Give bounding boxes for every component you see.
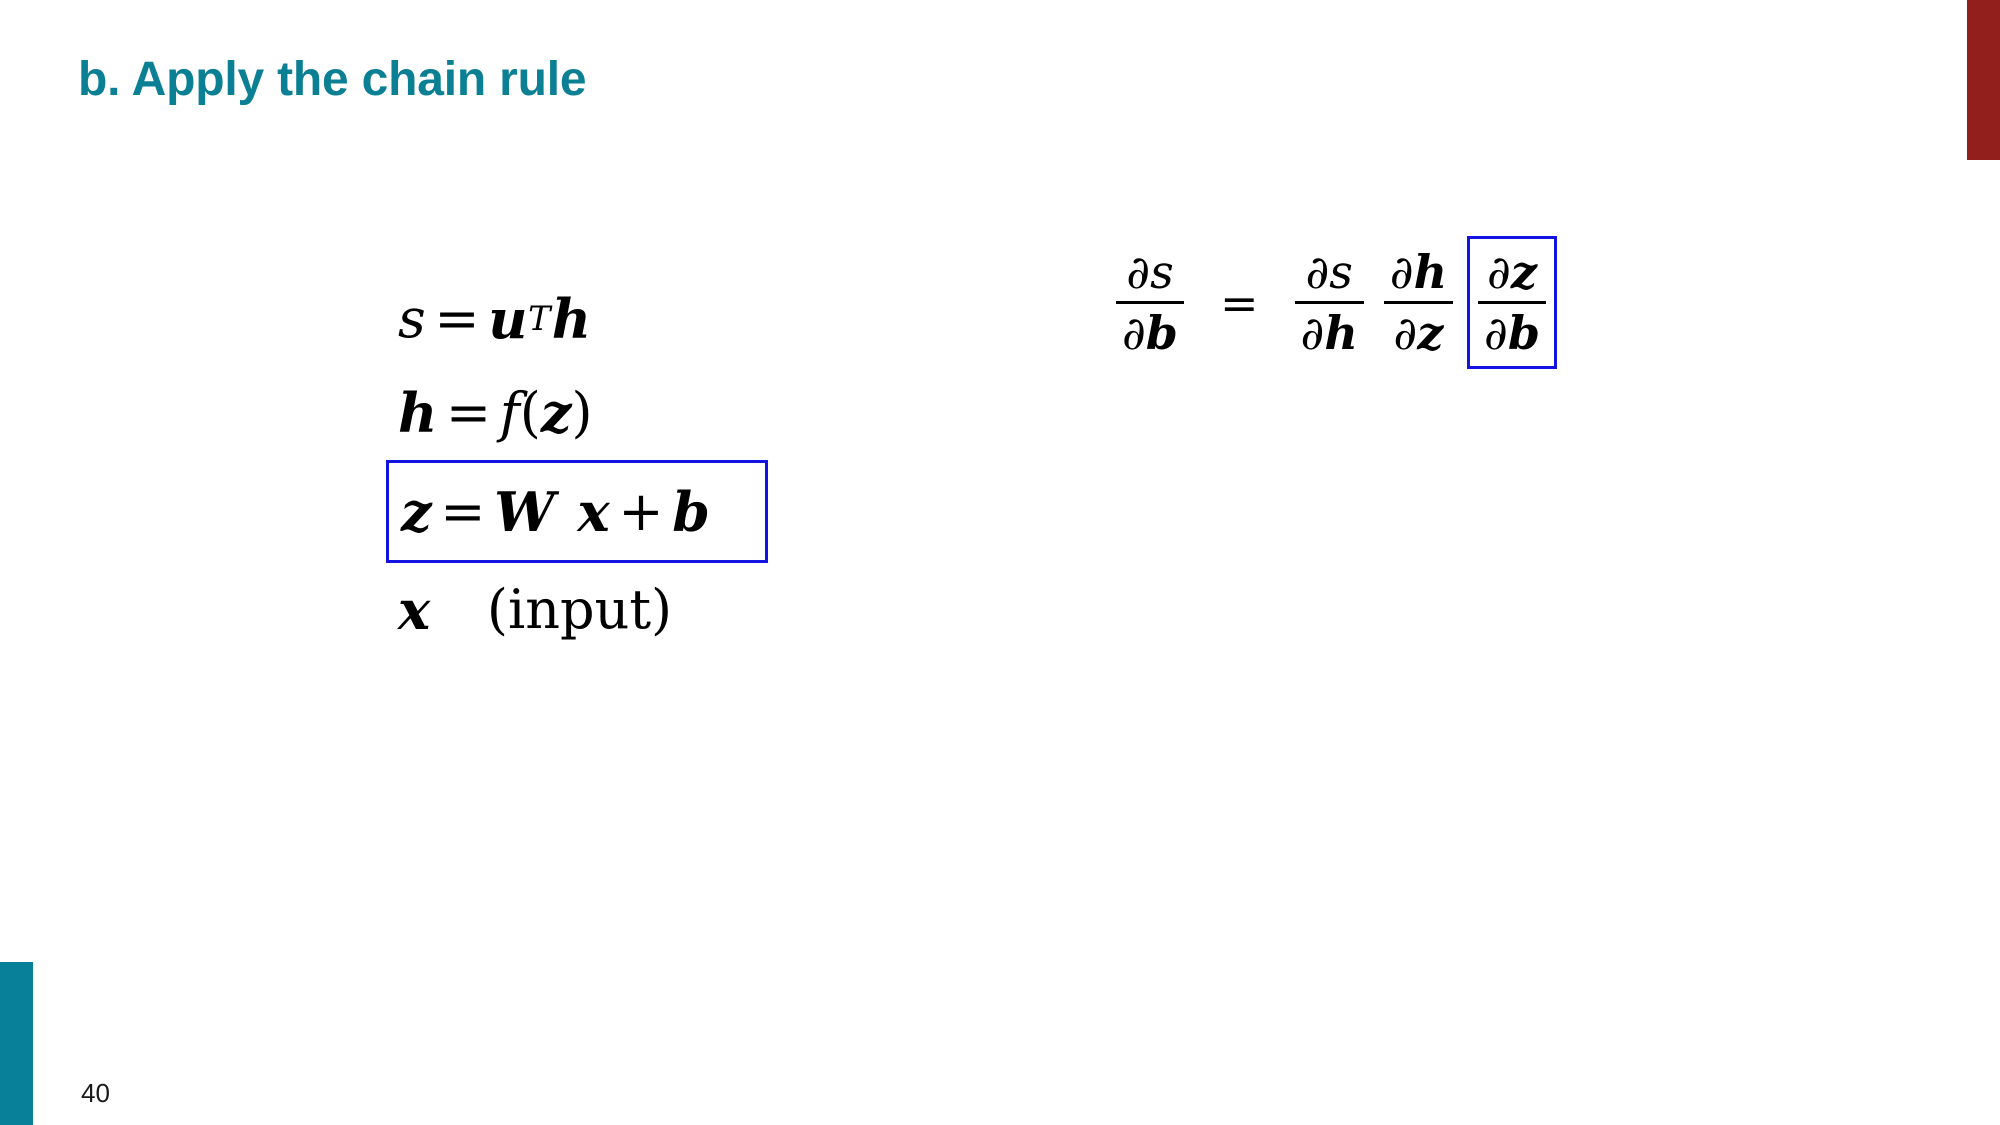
partial-icon: ∂: [1484, 306, 1508, 360]
denominator: ∂z: [1387, 308, 1449, 358]
denominator: ∂b: [1478, 308, 1546, 358]
symbol-equals: =: [445, 381, 492, 444]
symbol-W: W: [494, 479, 555, 544]
symbol-b: b: [672, 479, 710, 544]
fraction-ds-dh: ∂s ∂h: [1285, 247, 1374, 358]
partial-icon: ∂: [1300, 306, 1325, 360]
numerator: ∂z: [1481, 247, 1543, 297]
fraction-dh-dz: ∂h ∂z: [1374, 247, 1463, 358]
symbol-equals: =: [434, 287, 480, 350]
fraction-bar: [1116, 301, 1184, 304]
partial-icon: ∂: [1393, 306, 1418, 360]
accent-bar-top-right: [1967, 0, 2000, 160]
symbol-plus: +: [618, 479, 664, 543]
symbol-h: h: [1413, 245, 1448, 299]
slide-number: 40: [81, 1078, 110, 1108]
equation-hidden: h = f(z): [392, 366, 792, 460]
symbol-b: b: [1507, 306, 1540, 360]
numerator: ∂s: [1299, 247, 1358, 297]
equation-input: x (input): [392, 563, 792, 657]
symbol-f: f: [499, 381, 520, 444]
partial-icon: ∂: [1487, 245, 1511, 299]
symbol-z: z: [1417, 306, 1444, 360]
fraction-dz-db-highlighted: ∂z ∂b: [1467, 236, 1557, 369]
denominator: ∂h: [1295, 308, 1364, 358]
symbol-lparen: (: [519, 381, 541, 444]
fraction-bar: [1478, 301, 1546, 304]
page-title: b. Apply the chain rule: [78, 53, 587, 106]
symbol-u: u: [488, 287, 528, 351]
symbol-s: s: [1150, 245, 1174, 299]
symbol-z: z: [1510, 245, 1537, 299]
fraction-ds-db: ∂s ∂b: [1106, 247, 1194, 358]
symbol-x-input: x: [398, 578, 431, 642]
input-annotation: (input): [486, 578, 673, 641]
symbol-z: z: [540, 381, 572, 445]
fraction-bar: [1294, 301, 1364, 304]
symbol-z-lhs: z: [401, 479, 432, 544]
symbol-rparen: ): [571, 381, 593, 444]
partial-icon: ∂: [1126, 245, 1151, 299]
partial-icon: ∂: [1305, 245, 1330, 299]
symbol-s: s: [398, 287, 426, 350]
symbol-h: h: [551, 287, 592, 351]
symbol-transpose: T: [528, 299, 551, 339]
symbol-equals: =: [440, 479, 486, 543]
partial-icon: ∂: [1122, 306, 1146, 360]
partial-icon: ∂: [1389, 245, 1414, 299]
symbol-equals: =: [1219, 275, 1259, 330]
denominator: ∂b: [1116, 308, 1184, 358]
symbol-b: b: [1145, 306, 1178, 360]
symbol-h: h: [1324, 306, 1358, 360]
fraction-bar: [1383, 301, 1454, 304]
symbol-h-lhs: h: [398, 381, 438, 445]
symbol-x: x: [577, 479, 610, 544]
accent-bar-bottom-left: [0, 962, 33, 1125]
numerator: ∂s: [1120, 247, 1179, 297]
numerator: ∂h: [1384, 247, 1453, 297]
symbol-s: s: [1329, 245, 1353, 299]
chain-rule-equation: ∂s ∂b = ∂s ∂h ∂h ∂z ∂z ∂b: [1106, 236, 1557, 369]
